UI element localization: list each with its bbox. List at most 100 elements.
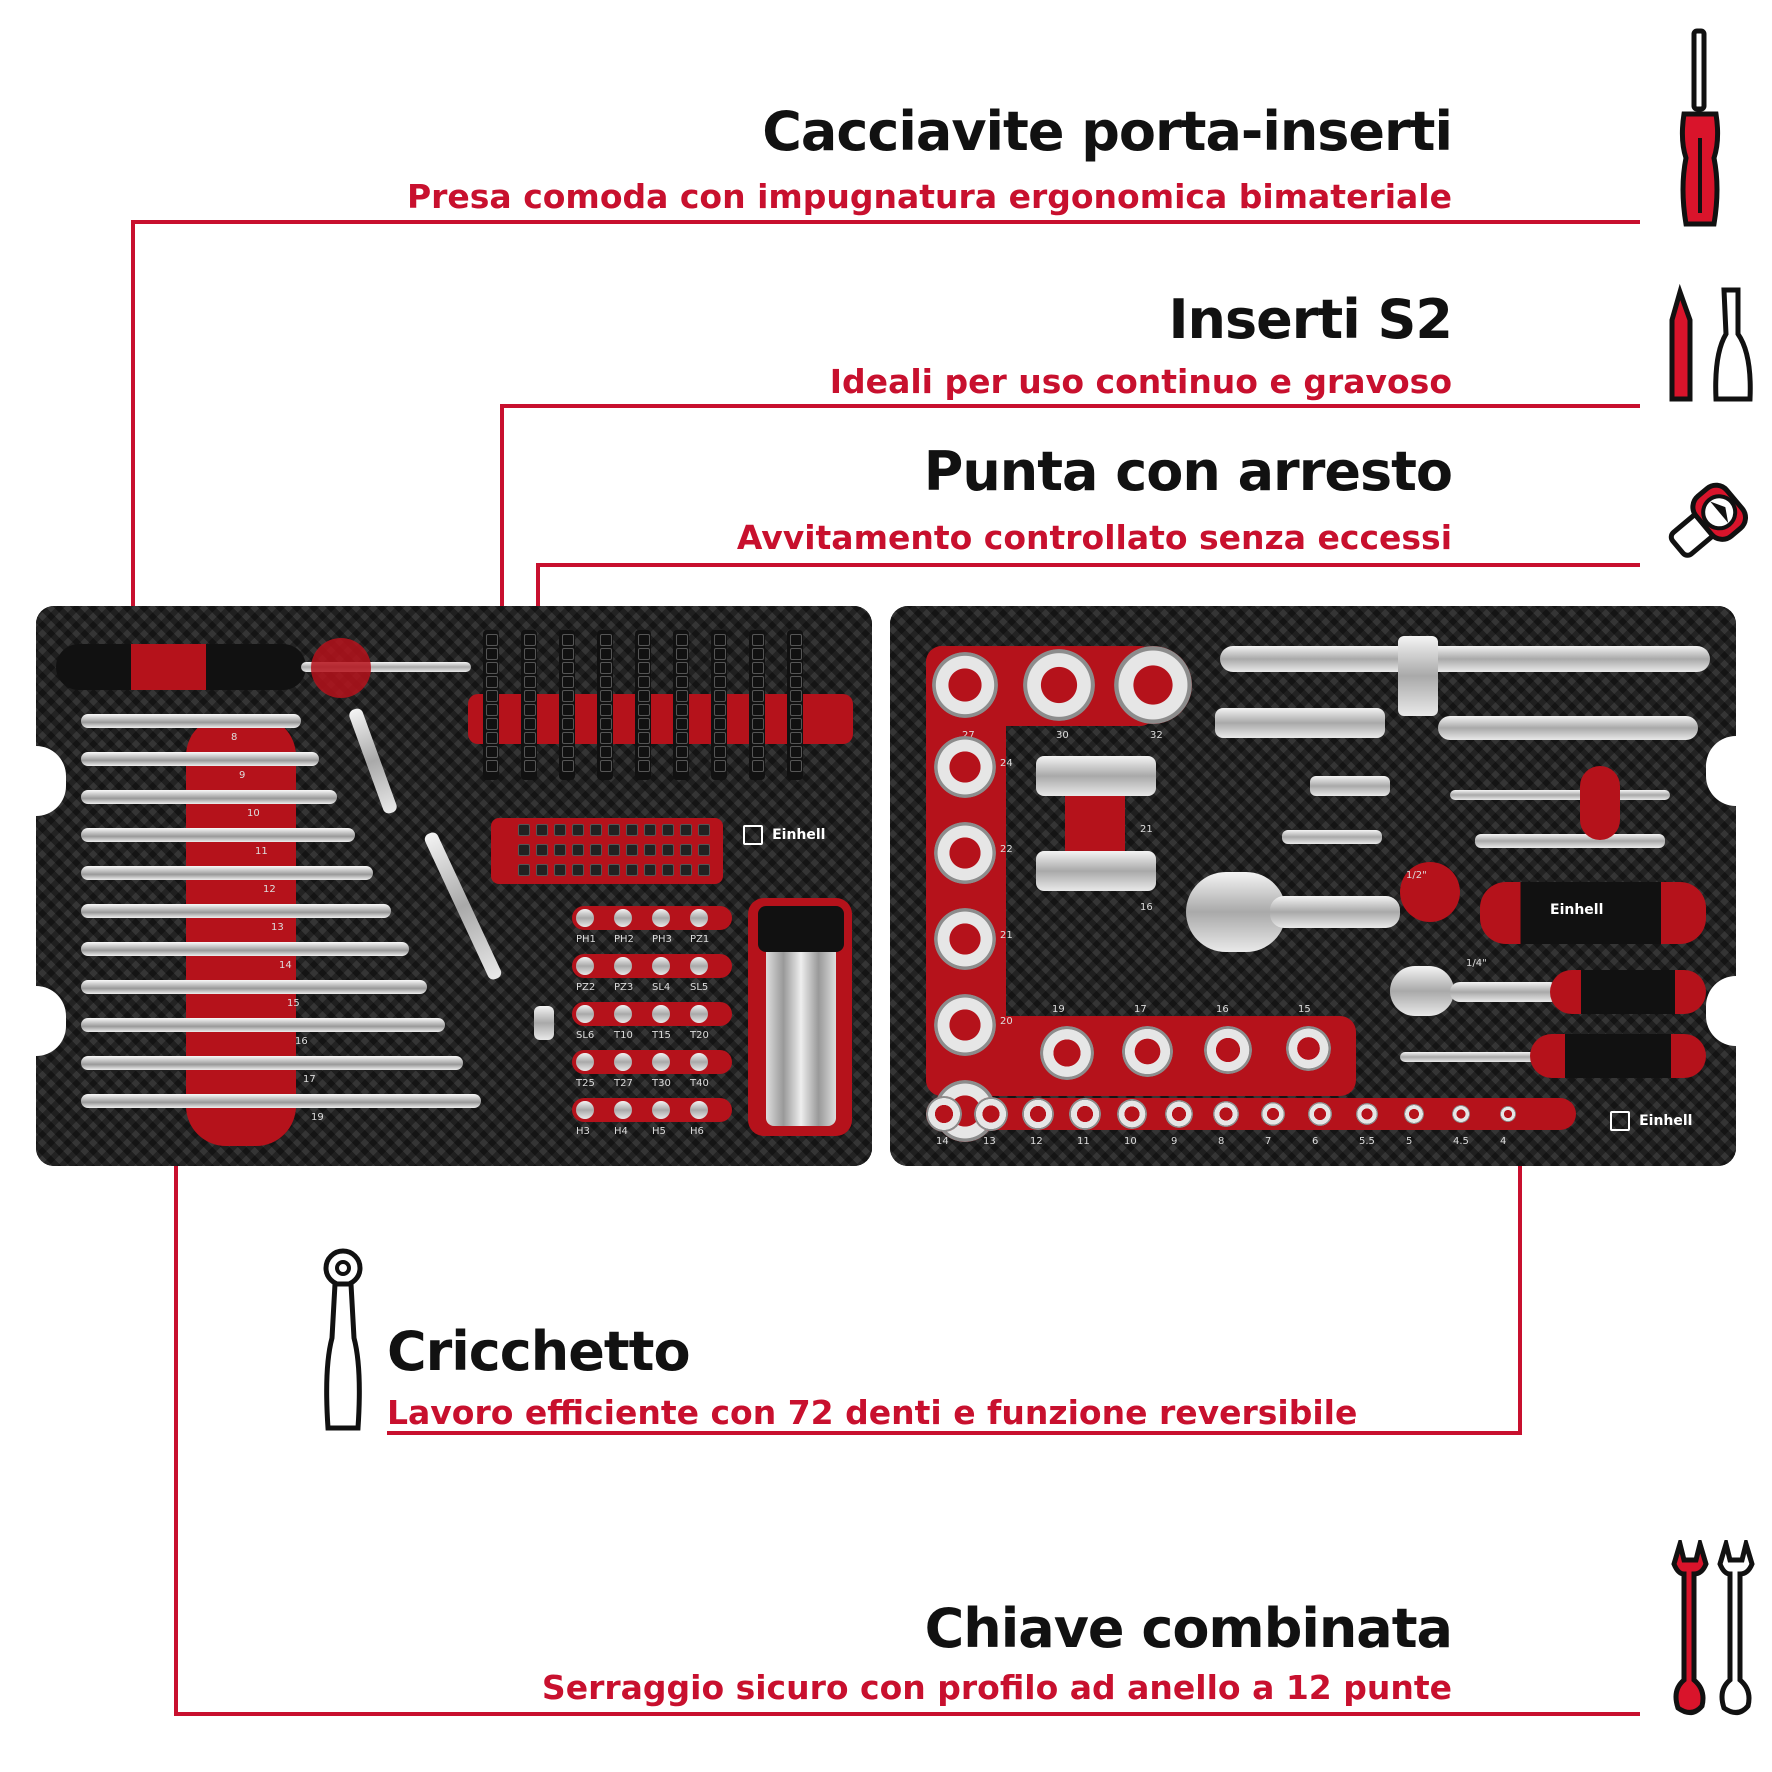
bit xyxy=(524,746,536,758)
bit xyxy=(572,864,584,876)
bit xyxy=(790,662,802,674)
bit xyxy=(752,690,764,702)
combination-wrench xyxy=(81,714,301,728)
bit xyxy=(790,634,802,646)
wrench-size-label: 10 xyxy=(247,808,260,819)
bit-label: SL5 xyxy=(690,982,709,993)
wrench-holder xyxy=(186,716,296,1146)
mid-socket xyxy=(1286,1026,1331,1071)
bit-socket xyxy=(576,1053,594,1071)
screwdriver-shaft xyxy=(301,662,471,672)
bit xyxy=(676,690,688,702)
wrench-leader-v xyxy=(174,1077,178,1716)
right-brand-text: Einhell xyxy=(1639,1113,1693,1129)
combination-wrench xyxy=(81,790,337,804)
bit xyxy=(638,704,650,716)
bit-label: SL6 xyxy=(576,1030,595,1041)
bit-screwdriver xyxy=(56,644,306,690)
small-socket xyxy=(1069,1098,1101,1130)
bit xyxy=(662,864,674,876)
bit xyxy=(698,824,710,836)
bit xyxy=(486,760,498,772)
combination-wrench xyxy=(81,1094,481,1108)
bit-label: PH1 xyxy=(576,934,596,945)
bit xyxy=(486,704,498,716)
combination-wrench xyxy=(81,980,427,994)
bit xyxy=(680,844,692,856)
combination-wrench xyxy=(81,904,391,918)
screwdriver-icon xyxy=(1679,28,1721,227)
ratchet-half-inch-brand: Einhell xyxy=(1550,902,1604,918)
large-socket xyxy=(934,908,996,970)
right-tool-tray: Einhell Einhell 1/2" 1/4" 27303224222120… xyxy=(890,606,1736,1166)
bit xyxy=(752,732,764,744)
bit xyxy=(562,662,574,674)
mid-socket xyxy=(1122,1026,1173,1077)
large-socket xyxy=(932,652,998,718)
bit xyxy=(698,844,710,856)
bit-socket xyxy=(576,1101,594,1119)
sliding-t-bar-small xyxy=(1450,790,1670,800)
large-socket xyxy=(934,994,996,1056)
socket-size-label: 4.5 xyxy=(1453,1136,1469,1147)
bit xyxy=(554,864,566,876)
small-socket xyxy=(1117,1099,1147,1129)
bit xyxy=(714,718,726,730)
bit xyxy=(600,718,612,730)
wrench-title: Chiave combinata xyxy=(924,1597,1453,1660)
bit-label: PH3 xyxy=(652,934,672,945)
bit xyxy=(562,746,574,758)
socket-size-label: 21 xyxy=(1000,930,1013,941)
bit xyxy=(790,732,802,744)
bit xyxy=(752,648,764,660)
combination-wrench xyxy=(81,1056,463,1070)
bit xyxy=(714,690,726,702)
bit xyxy=(714,704,726,716)
large-socket xyxy=(1023,649,1095,721)
bit-label: T40 xyxy=(690,1078,709,1089)
large-socket xyxy=(934,736,996,798)
socket-size-label: 32 xyxy=(1150,730,1163,741)
bit xyxy=(638,634,650,646)
socket-size-label: 8 xyxy=(1218,1136,1225,1147)
bit-label: T25 xyxy=(576,1078,595,1089)
mid-socket xyxy=(1204,1026,1252,1074)
large-socket xyxy=(1114,646,1192,724)
bit-label: T27 xyxy=(614,1078,633,1089)
bit xyxy=(486,634,498,646)
universal-joint xyxy=(1215,708,1385,738)
bit xyxy=(662,844,674,856)
wrench-size-label: 15 xyxy=(287,998,300,1009)
combination-wrench xyxy=(81,942,409,956)
bit xyxy=(536,864,548,876)
bit-label: PH2 xyxy=(614,934,634,945)
bit xyxy=(608,864,620,876)
deep-socket-2 xyxy=(1036,851,1156,891)
bit xyxy=(562,732,574,744)
bit xyxy=(562,676,574,688)
bit xyxy=(752,746,764,758)
bit xyxy=(608,844,620,856)
wrench-size-label: 14 xyxy=(279,960,292,971)
bit xyxy=(518,824,530,836)
bit-socket xyxy=(690,1005,708,1023)
bit xyxy=(790,690,802,702)
bit xyxy=(676,760,688,772)
bit xyxy=(626,844,638,856)
ratchet-subtitle: Lavoro efficiente con 72 denti e funzion… xyxy=(387,1393,1358,1432)
large-socket xyxy=(934,822,996,884)
bit xyxy=(698,864,710,876)
screwdriver-subtitle: Presa comoda con impugnatura ergonomica … xyxy=(406,177,1452,216)
bit-socket xyxy=(614,1053,632,1071)
bit xyxy=(486,732,498,744)
socket-size-label: 30 xyxy=(1056,730,1069,741)
drive-label-quarter: 1/4" xyxy=(1466,958,1487,969)
bit xyxy=(518,844,530,856)
socket-size-label: 19 xyxy=(1052,1004,1065,1015)
bit xyxy=(638,648,650,660)
bit xyxy=(638,732,650,744)
bit xyxy=(790,760,802,772)
bit-label: H4 xyxy=(614,1126,628,1137)
bit-label: T30 xyxy=(652,1078,671,1089)
bit xyxy=(714,732,726,744)
